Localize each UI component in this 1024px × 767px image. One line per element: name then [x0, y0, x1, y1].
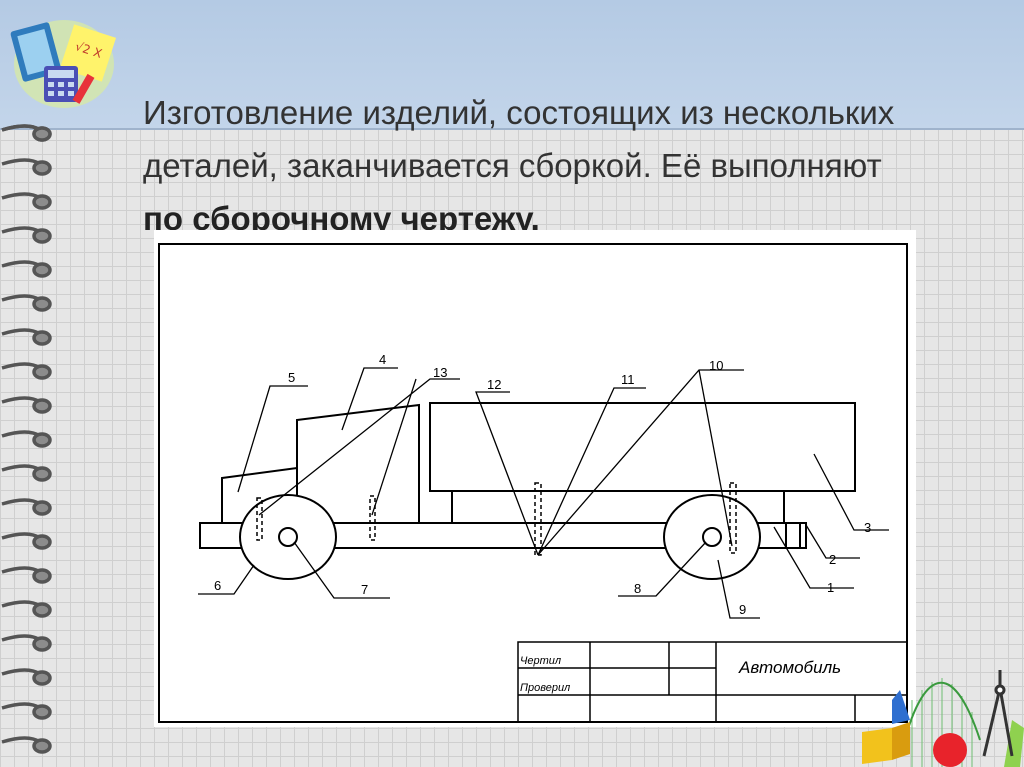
part-label-6: 6: [214, 578, 221, 593]
part-label-9: 9: [739, 602, 746, 617]
drawing-frame: [158, 243, 908, 723]
part-label-4: 4: [379, 352, 386, 367]
chassis-frame: [199, 522, 801, 549]
cargo-body: [429, 402, 856, 492]
part-label-7: 7: [361, 582, 368, 597]
part-label-5: 5: [288, 370, 295, 385]
part-label-3: 3: [864, 520, 871, 535]
rear-wheel-hub: [702, 527, 722, 547]
title-block: [517, 641, 908, 723]
front-wheel-hub: [278, 527, 298, 547]
part-label-8: 8: [634, 581, 641, 596]
title-block-checked-by: Проверил: [520, 682, 570, 694]
part-label-2: 2: [829, 552, 836, 567]
title-line-2: деталей, заканчивается сборкой. Её выпол…: [143, 147, 882, 184]
part-label-10: 10: [709, 358, 723, 373]
school-supplies-icon: √2 X: [10, 20, 117, 108]
part-label-1: 1: [827, 580, 834, 595]
geometry-decoration-icon: [862, 670, 1024, 767]
header-band: [0, 0, 1024, 130]
slide-title: Изготовление изделий, состоящих из неско…: [143, 86, 1003, 245]
part-label-12: 12: [487, 377, 501, 392]
notebook-spiral: [1, 124, 52, 754]
assembly-drawing: 1 2 3 4 5 6 7 8 9 10 11 12 13 Чертил Про…: [154, 230, 916, 727]
title-line-1: Изготовление изделий, состоящих из неско…: [143, 94, 895, 131]
title-block-product-name: Автомобиль: [738, 658, 841, 677]
part-label-11: 11: [621, 372, 635, 387]
title-block-drawn-by: Чертил: [520, 655, 561, 667]
assembly-drawing-svg: 1 2 3 4 5 6 7 8 9 10 11 12 13 Чертил Про…: [158, 243, 908, 723]
part-label-13: 13: [433, 365, 447, 380]
